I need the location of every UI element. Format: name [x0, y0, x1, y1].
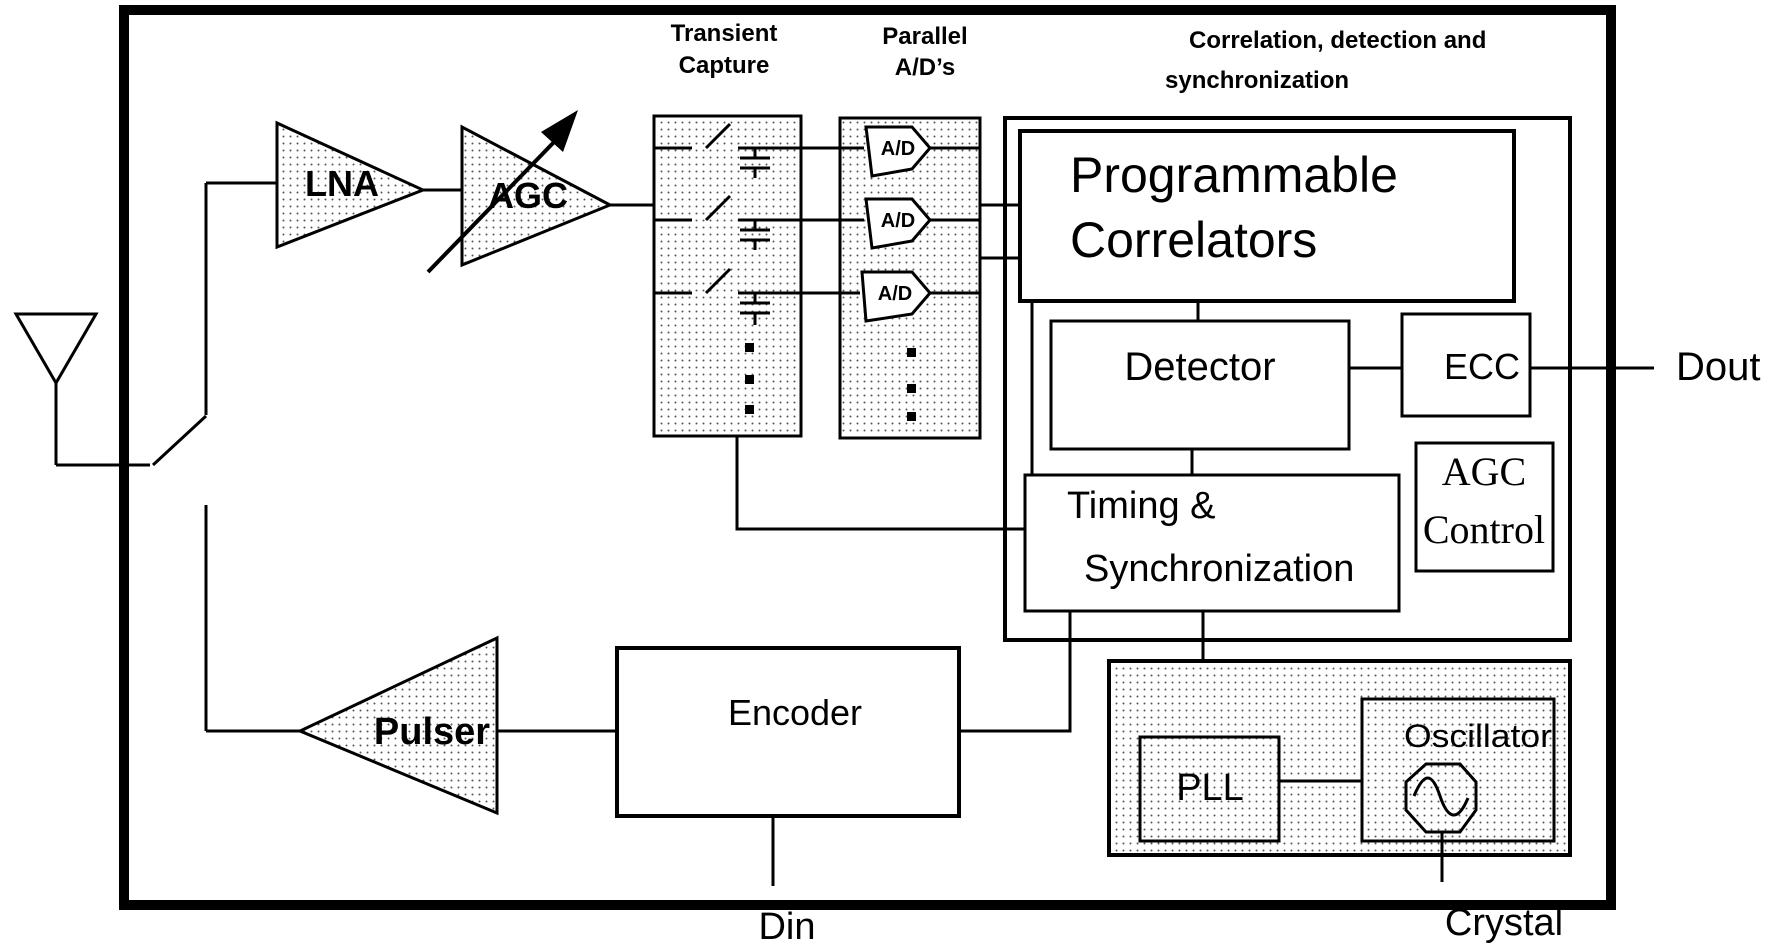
- dout-port: Dout: [1676, 345, 1761, 389]
- svg-text:Parallel: Parallel: [882, 23, 967, 50]
- svg-text:Pulser: Pulser: [374, 711, 490, 753]
- wire-timing-encoder: [959, 611, 1072, 733]
- ad-bus: [980, 203, 1020, 260]
- svg-text:A/D: A/D: [881, 210, 915, 232]
- svg-text:Synchronization: Synchronization: [1084, 548, 1354, 590]
- svg-text:Encoder: Encoder: [728, 692, 862, 733]
- svg-text:A/D: A/D: [881, 138, 915, 160]
- chip-boundary: [119, 5, 1616, 910]
- lna-label: LNA: [305, 163, 379, 204]
- pll-block: PLL: [1138, 735, 1281, 843]
- heading-correlation: Correlation, detection and synchronizati…: [1165, 27, 1486, 94]
- svg-text:Correlation, detection and: Correlation, detection and: [1189, 27, 1486, 54]
- encoder-block: Encoder: [615, 646, 961, 818]
- ecc-block: ECC: [1400, 312, 1532, 418]
- correlation-section: [1003, 116, 1572, 642]
- lna-amplifier: LNA: [275, 120, 427, 250]
- svg-text:Capture: Capture: [679, 52, 770, 79]
- ad-converter-1: A/D: [864, 125, 932, 178]
- correlation-wiring: [1030, 301, 1402, 475]
- svg-text:A/D: A/D: [878, 283, 912, 305]
- programmable-correlators-block: Programmable Correlators: [1018, 129, 1516, 303]
- pulser-amplifier: Pulser: [296, 635, 499, 816]
- svg-text:Control: Control: [1423, 507, 1545, 552]
- parallel-ad-block: A/D A/D A/D: [801, 116, 982, 440]
- agc-control-block: AGC Control: [1414, 441, 1555, 573]
- transient-capture-block: [652, 114, 803, 438]
- svg-text:Timing &: Timing &: [1067, 485, 1216, 527]
- svg-text:AGC: AGC: [1442, 449, 1526, 494]
- crystal-port: Crystal: [1445, 902, 1563, 944]
- svg-text:ECC: ECC: [1444, 346, 1520, 387]
- wire-capture-timing: [735, 436, 1025, 531]
- svg-text:Transient: Transient: [671, 20, 778, 47]
- svg-text:synchronization: synchronization: [1165, 67, 1349, 94]
- detector-block: Detector: [1049, 319, 1351, 451]
- oscillator-icon: [1404, 762, 1478, 834]
- ad-converter-3: A/D: [860, 270, 932, 323]
- svg-text:PLL: PLL: [1176, 767, 1244, 809]
- heading-transient-capture: Transient Capture: [671, 20, 778, 79]
- oscillator-block: Oscillator: [1360, 697, 1556, 882]
- svg-text:Detector: Detector: [1124, 345, 1275, 389]
- tx-rx-switch: [151, 181, 300, 733]
- clock-section: PLL Oscillator: [1107, 659, 1572, 882]
- heading-parallel-ad: Parallel A/D’s: [882, 23, 967, 81]
- timing-sync-block: Timing & Synchronization: [1023, 473, 1401, 613]
- variable-gain-arrow-icon: [426, 138, 558, 274]
- agc-amplifier: AGC: [426, 110, 614, 274]
- svg-text:A/D’s: A/D’s: [895, 54, 955, 81]
- svg-text:Oscillator: Oscillator: [1404, 718, 1552, 754]
- svg-text:Programmable: Programmable: [1070, 147, 1398, 203]
- antenna-icon: [13, 312, 150, 467]
- din-port: Din: [758, 906, 815, 945]
- svg-text:Correlators: Correlators: [1070, 212, 1317, 268]
- ad-converter-2: A/D: [864, 197, 932, 250]
